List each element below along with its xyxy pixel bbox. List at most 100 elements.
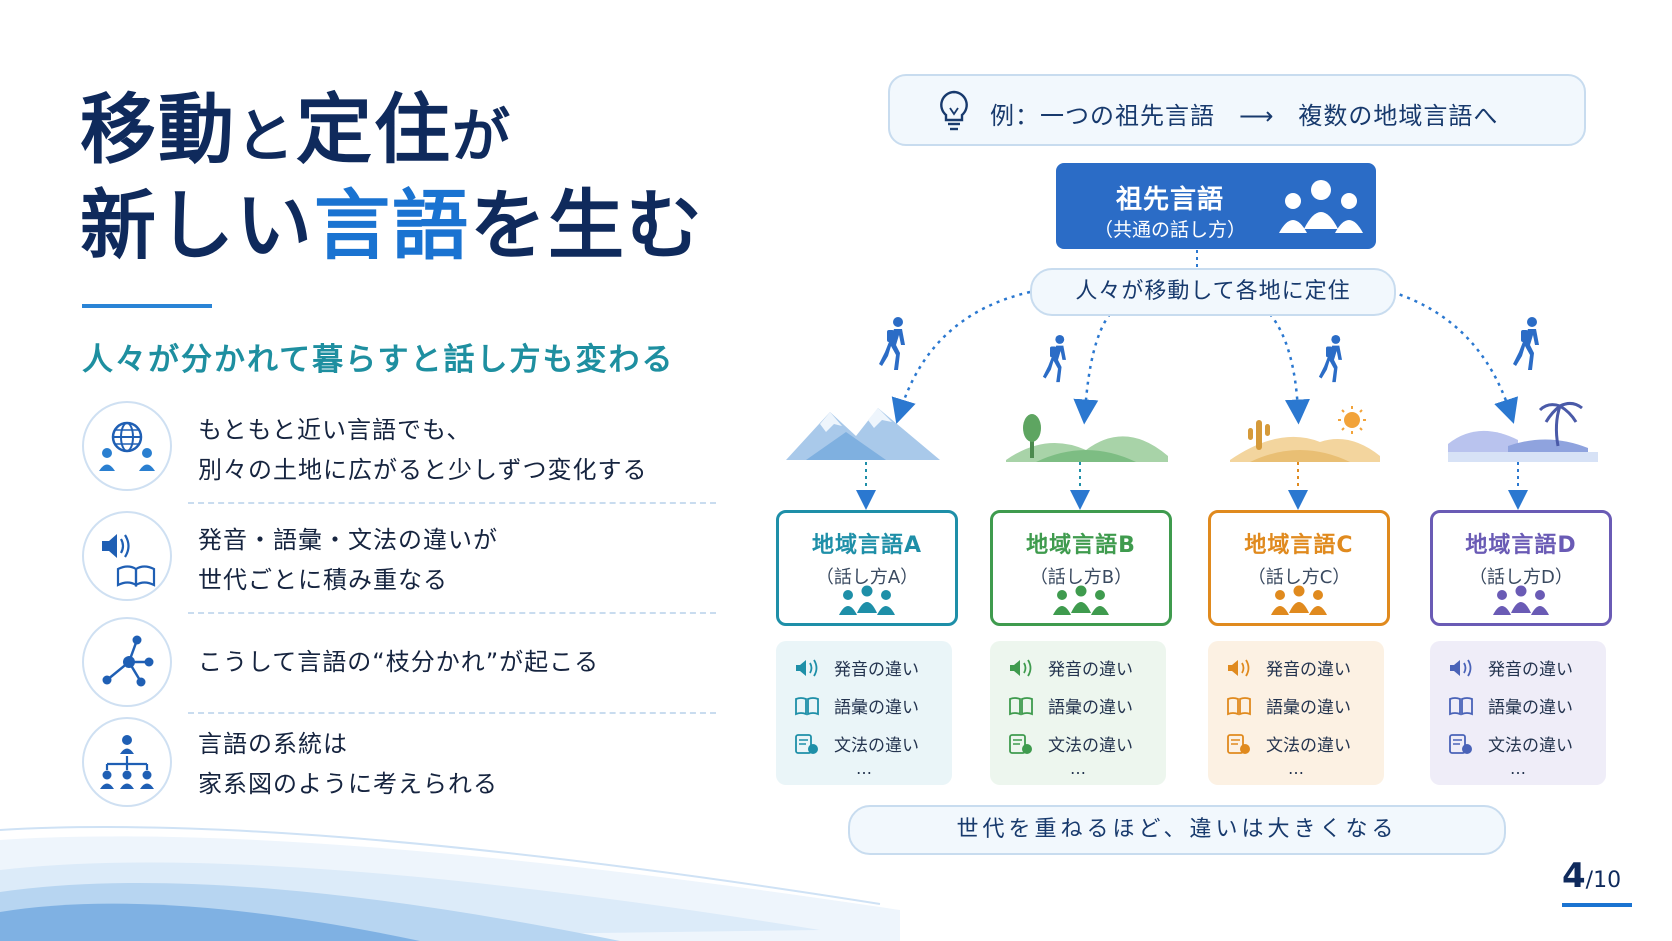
people-group-icon — [1053, 585, 1109, 615]
people-group-icon — [1279, 180, 1363, 233]
point-2-line-1: 発音・語彙・文法の違いが — [198, 526, 498, 554]
point-3-text: こうして言語の“枝分かれ”が起こる — [198, 642, 599, 682]
diff-grammar: 文法の違い — [1048, 736, 1133, 756]
book-icon — [1449, 696, 1473, 715]
walking-person-icon — [1042, 335, 1066, 383]
grammar-document-icon — [1449, 733, 1472, 754]
book-icon — [795, 696, 819, 715]
page-total: /10 — [1585, 868, 1622, 893]
walking-person-icon — [1318, 335, 1342, 383]
desert-cactus-icon — [1230, 406, 1380, 462]
point-2-line-2: 世代ごとに積み重なる — [198, 566, 448, 594]
more-ellipsis: … — [1288, 759, 1304, 778]
point-2-text: 発音・語彙・文法の違いが 世代ごとに積み重なる — [198, 520, 498, 600]
grammar-document-icon — [1009, 733, 1032, 754]
region-a-differences: 発音の違い 語彙の違い 文法の違い … — [776, 641, 952, 785]
diff-vocabulary: 語彙の違い — [1266, 698, 1351, 718]
lightbulb-icon — [940, 90, 968, 131]
subtitle: 人々が分かれて暮らすと話し方も変わる — [82, 342, 675, 378]
region-b-differences: 発音の違い 語彙の違い 文法の違い … — [990, 641, 1166, 785]
page-current: 4 — [1562, 856, 1586, 896]
title-word-settle: 定住 — [296, 85, 453, 174]
page-number: 4/10 — [1562, 856, 1621, 896]
region-sub: （話し方A） — [815, 567, 919, 588]
title-word-create: を生む — [470, 181, 704, 270]
migration-label: 人々が移動して各地に定住 — [1030, 268, 1396, 316]
example-prefix: 例：一つの祖先言語 — [990, 102, 1215, 130]
mountains-icon — [786, 408, 940, 460]
diff-vocabulary: 語彙の違い — [1048, 698, 1133, 718]
grammar-document-icon — [1227, 733, 1250, 754]
point-4-line-1: 言語の系統は — [198, 730, 348, 758]
title-word-new: 新しい — [80, 181, 314, 270]
diff-vocabulary: 語彙の違い — [1488, 698, 1573, 718]
globe-people-icon — [82, 401, 172, 491]
people-group-icon — [1493, 585, 1549, 615]
more-ellipsis: … — [1510, 759, 1526, 778]
book-icon — [1009, 696, 1033, 715]
region-c-box: 地域言語C （話し方C） — [1208, 510, 1390, 626]
branch-icon — [82, 617, 172, 707]
point-4-text: 言語の系統は 家系図のように考えられる — [198, 724, 498, 804]
page-indicator-bar — [1562, 903, 1632, 907]
example-text: 例：一つの祖先言語 ⟶ 複数の地域言語へ — [990, 96, 1498, 131]
speaker-book-icon — [82, 511, 172, 601]
diff-pronunciation: 発音の違い — [1048, 660, 1133, 680]
speaker-icon — [1450, 659, 1472, 676]
point-1-line-1: もともと近い言語でも、 — [198, 416, 472, 444]
region-d-box: 地域言語D （話し方D） — [1430, 510, 1612, 626]
more-ellipsis: … — [856, 759, 872, 778]
point-3-line-1: こうして言語の“枝分かれ”が起こる — [198, 648, 600, 676]
ancestor-name: 祖先言語 — [1115, 185, 1224, 215]
walking-person-icon — [879, 317, 905, 370]
example-suffix: 複数の地域言語へ — [1298, 102, 1499, 130]
more-ellipsis: … — [1070, 759, 1086, 778]
region-a-box: 地域言語A （話し方A） — [776, 510, 958, 626]
diff-pronunciation: 発音の違い — [834, 660, 919, 680]
region-name: 地域言語C — [1244, 533, 1354, 558]
diff-vocabulary: 語彙の違い — [834, 698, 919, 718]
title-word-language: 言語 — [314, 181, 470, 270]
hills-tree-icon — [1006, 414, 1168, 462]
people-group-icon — [839, 585, 895, 615]
grammar-document-icon — [795, 733, 818, 754]
point-1-text: もともと近い言語でも、 別々の土地に広がると少しずつ変化する — [198, 410, 648, 490]
title-underline — [82, 304, 212, 308]
family-tree-icon — [82, 717, 172, 807]
region-sub: （話し方D） — [1469, 567, 1573, 588]
title-particle: と — [236, 102, 297, 170]
separator — [188, 712, 716, 714]
conclusion-banner: 世代を重ねるほど、違いは大きくなる — [848, 805, 1506, 855]
speaker-icon — [1228, 659, 1250, 676]
region-sub: （話し方B） — [1029, 567, 1133, 588]
example-banner: 例：一つの祖先言語 ⟶ 複数の地域言語へ — [888, 74, 1586, 146]
region-c-differences: 発音の違い 語彙の違い 文法の違い … — [1208, 641, 1384, 785]
title-line-2: 新しい言語を生む — [80, 188, 704, 264]
diff-pronunciation: 発音の違い — [1266, 660, 1351, 680]
speaker-icon — [796, 659, 818, 676]
region-sub: （話し方C） — [1247, 567, 1351, 588]
arrow-right-icon: ⟶ — [1239, 102, 1275, 130]
region-name: 地域言語D — [1465, 533, 1577, 558]
region-d-differences: 発音の違い 語彙の違い 文法の違い … — [1430, 641, 1606, 785]
separator — [188, 612, 716, 614]
book-icon — [1227, 696, 1251, 715]
diff-pronunciation: 発音の違い — [1488, 660, 1573, 680]
diff-grammar: 文法の違い — [834, 736, 919, 756]
region-name: 地域言語A — [811, 533, 923, 558]
separator — [188, 502, 716, 504]
speaker-icon — [1010, 659, 1032, 676]
ancestor-sub: （共通の話し方） — [1093, 219, 1246, 241]
people-group-icon — [1271, 585, 1327, 615]
title-line-1: 移動と定住が — [80, 92, 512, 168]
title-particle: が — [452, 102, 513, 170]
ancestor-language-box: 祖先言語 （共通の話し方） — [1056, 163, 1376, 249]
region-name: 地域言語B — [1026, 533, 1136, 558]
walking-person-icon — [1513, 317, 1539, 370]
island-palm-icon — [1448, 401, 1598, 462]
diff-grammar: 文法の違い — [1266, 736, 1351, 756]
region-b-box: 地域言語B （話し方B） — [990, 510, 1172, 626]
wave-decoration — [0, 826, 900, 941]
point-4-line-2: 家系図のように考えられる — [198, 770, 498, 798]
